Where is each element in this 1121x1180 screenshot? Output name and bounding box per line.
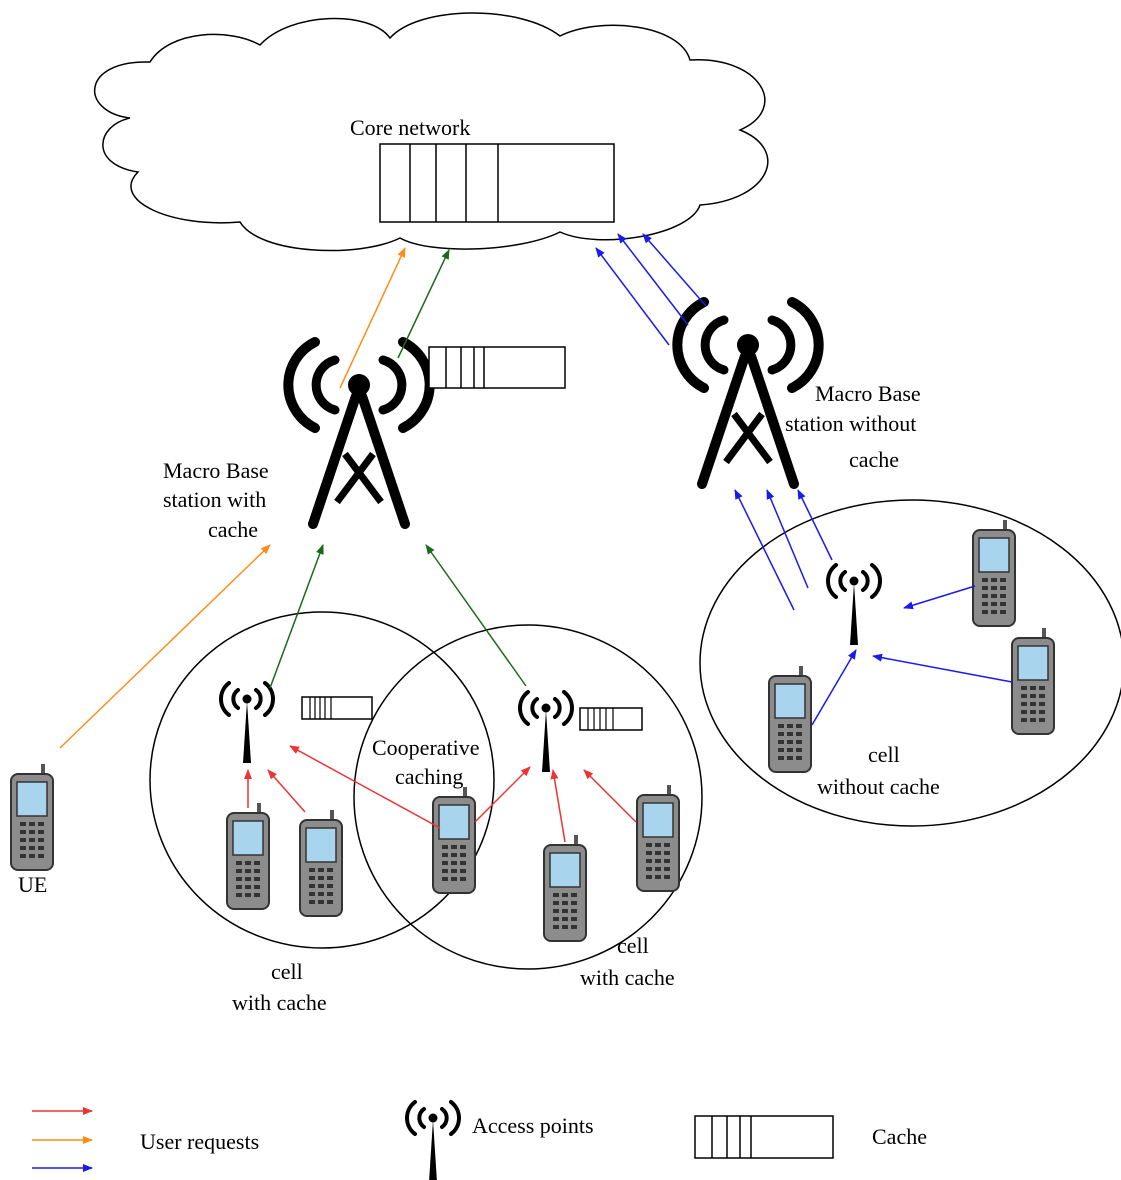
phone-cell-right-1 (543, 834, 587, 942)
access-point-left-icon (219, 681, 275, 765)
phone-nocache-3 (768, 665, 812, 773)
phone-cell-right-2 (636, 784, 680, 892)
phone-nocache-2 (1011, 627, 1055, 735)
ue-label: UE (18, 872, 47, 897)
orange-request-arrows (59, 247, 406, 749)
ue-phone-icon (10, 763, 54, 871)
legend-access-point-icon (405, 1100, 461, 1180)
cooperative-label-line2: caching (395, 764, 463, 789)
mbs-with-cache-line3: cache (208, 517, 258, 542)
legend-cache-icon (694, 1115, 834, 1159)
cell-with-cache-right (353, 624, 703, 970)
cell-left-label-line2: with cache (232, 990, 327, 1015)
macro-tower-with-cache-icon (288, 342, 429, 524)
mbs-without-cache-line3: cache (849, 447, 899, 472)
phone-cell-left-2 (299, 809, 343, 917)
legend-cache: Cache (872, 1124, 927, 1149)
mbs-with-cache-line2: station with (163, 487, 266, 512)
blue-request-arrows (595, 233, 1013, 726)
core-cache (379, 143, 615, 223)
green-forward-arrows (269, 249, 527, 689)
access-point-right-icon (826, 563, 882, 647)
cell-nocache-label-line1: cell (868, 742, 900, 767)
cell-right-label-line2: with cache (580, 965, 675, 990)
cell-left-label-line1: cell (271, 959, 303, 984)
cell-without-cache (699, 499, 1121, 827)
legend: User requests Access points Cache (32, 1100, 927, 1180)
macro-tower-without-cache-icon (677, 302, 818, 484)
red-request-arrows (244, 745, 637, 843)
phone-nocache-1 (972, 519, 1016, 627)
access-point-middle-icon (518, 690, 574, 774)
legend-user-requests: User requests (140, 1129, 259, 1154)
cell-with-cache-left (149, 611, 495, 949)
cell-nocache-label-line2: without cache (817, 774, 940, 799)
macro-cache (428, 346, 566, 389)
phone-cell-left-1 (226, 802, 270, 910)
cooperative-label-line1: Cooperative (372, 735, 480, 760)
cell-right-label-line1: cell (617, 933, 649, 958)
cell-cache-left (301, 696, 373, 720)
mbs-with-cache-line1: Macro Base (163, 458, 269, 483)
legend-access-points: Access points (472, 1113, 594, 1138)
cell-cache-right (579, 707, 643, 731)
phone-cooperative (432, 786, 476, 894)
mbs-without-cache-line1: Macro Base (815, 381, 921, 406)
core-network-label: Core network (350, 115, 470, 140)
mbs-without-cache-line2: station without (785, 411, 916, 436)
